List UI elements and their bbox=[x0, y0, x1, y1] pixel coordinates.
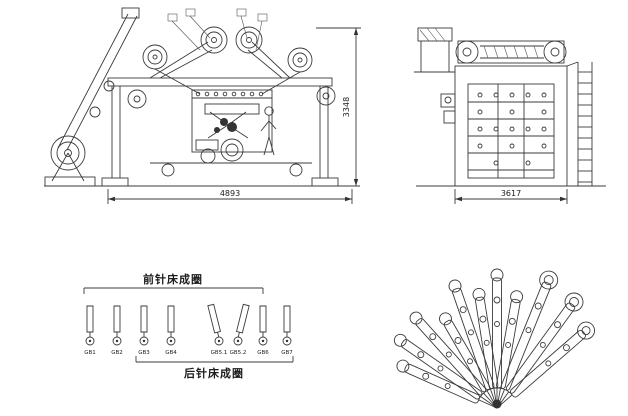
human-figure bbox=[260, 106, 277, 156]
guide-bar-gb4 bbox=[166, 305, 176, 346]
lever-fan-diagram bbox=[393, 268, 596, 409]
fan-arm bbox=[439, 312, 498, 409]
machine-frame bbox=[101, 41, 339, 187]
fan-arm bbox=[396, 359, 498, 409]
guide-bar-gb7 bbox=[282, 305, 292, 346]
fan-pivot bbox=[492, 399, 502, 409]
front-bed-label: 前针床成圈 bbox=[143, 272, 203, 286]
side-width-dim-text: 3617 bbox=[501, 189, 521, 198]
front-width-dimension: 4893 bbox=[107, 189, 353, 204]
back-bed-label: 后针床成圈 bbox=[184, 366, 244, 380]
guide-bar-gb5-1 bbox=[207, 303, 222, 338]
side-body bbox=[440, 65, 568, 187]
guide-bar-gb1 bbox=[85, 305, 95, 346]
front-view: 4893 3348 bbox=[44, 7, 361, 204]
fan-arm-big-ring bbox=[496, 321, 596, 409]
part-callouts bbox=[167, 8, 268, 51]
front-height-dim-text: 3348 bbox=[342, 97, 351, 117]
gb1-label: GB1 bbox=[84, 350, 96, 356]
fan-arm-big-ring bbox=[496, 292, 584, 409]
gb7-label: GB7 bbox=[281, 350, 293, 356]
front-height-dimension: 3348 bbox=[316, 27, 361, 186]
guide-bar-gb6 bbox=[258, 305, 268, 346]
guide-bar-gb2 bbox=[112, 305, 122, 346]
gb5-1-label: GB5.1 bbox=[211, 350, 228, 356]
front-bed-bracket: 前针床成圈 bbox=[83, 272, 264, 294]
side-width-dimension: 3617 bbox=[454, 189, 568, 204]
ladder bbox=[566, 61, 593, 186]
gb3-label: GB3 bbox=[138, 350, 150, 356]
gb5-2-label: GB5.2 bbox=[230, 350, 247, 356]
guide-bar-gb3 bbox=[139, 305, 149, 346]
fan-arm bbox=[448, 279, 498, 409]
gb6-label: GB6 bbox=[257, 350, 269, 356]
creel-roller bbox=[50, 135, 86, 171]
gb2-label: GB2 bbox=[111, 350, 123, 356]
guide-bar-gb5-2 bbox=[235, 303, 250, 338]
knitting-mechanism bbox=[191, 89, 273, 164]
back-bed-bracket: 后针床成圈 bbox=[135, 356, 294, 380]
fan-arm bbox=[472, 287, 499, 409]
guide-bar-diagram: 前针床成圈 bbox=[83, 272, 294, 380]
side-platform bbox=[414, 27, 455, 73]
gb4-label: GB4 bbox=[165, 350, 177, 356]
fan-arm bbox=[409, 311, 498, 409]
front-width-dim-text: 4893 bbox=[220, 189, 240, 198]
creel-assembly bbox=[44, 7, 140, 187]
warp-beam bbox=[455, 40, 567, 64]
yarn-beam-rollers bbox=[127, 26, 336, 109]
side-view: 3617 bbox=[414, 27, 606, 204]
